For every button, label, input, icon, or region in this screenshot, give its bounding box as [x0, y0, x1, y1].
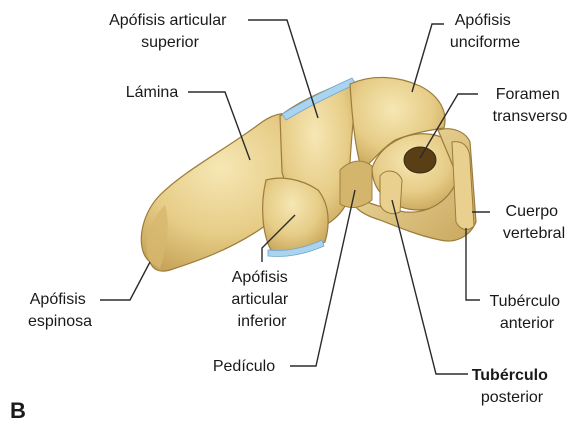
label-apofisis-espinosa: Apófisis espinosa [28, 291, 92, 330]
label-apofisis-articular-inferior: Apófisis articular inferior [231, 269, 292, 330]
label-tuberculo-anterior: Tubérculo anterior [489, 293, 564, 332]
label-lamina: Lámina [126, 84, 179, 101]
label-cuerpo-vertebral: Cuerpo vertebral [503, 203, 565, 242]
posterior-tubercle-shape [380, 171, 402, 214]
vertebra-illustration [141, 77, 476, 271]
label-apofisis-unciforme: Apófisis unciforme [450, 12, 520, 51]
foramen-transversarium-shape [404, 147, 436, 173]
label-pediculo: Pedículo [213, 358, 275, 375]
label-foramen-transverso: Foramen transverso [493, 86, 568, 125]
label-apofisis-articular-superior: Apófisis articular superior [109, 12, 231, 51]
panel-letter: B [10, 398, 26, 423]
label-tuberculo-posterior: Tubérculo posterior [472, 367, 553, 406]
pedicle-shape [340, 161, 372, 207]
